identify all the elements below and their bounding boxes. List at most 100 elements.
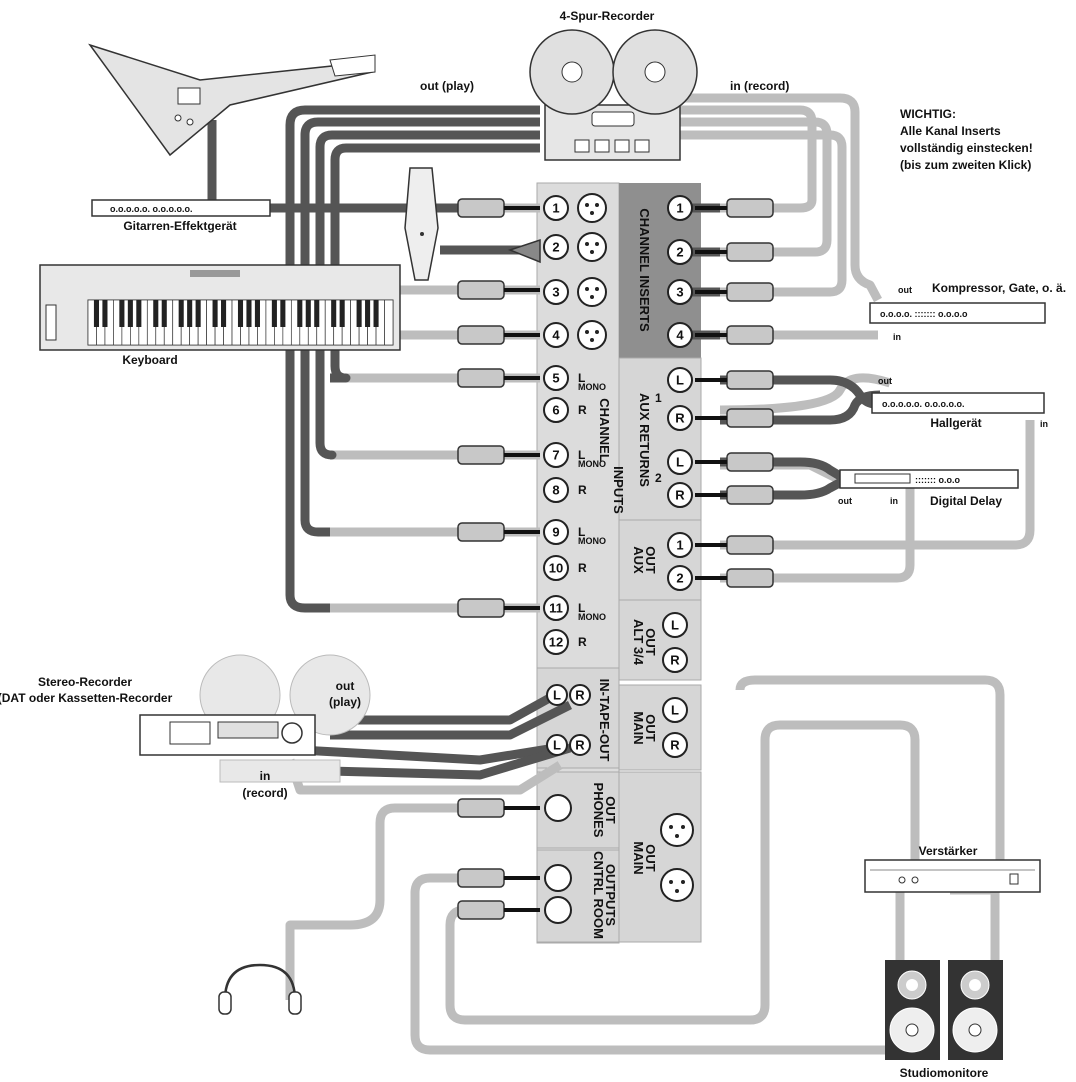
xlr-ch1[interactable] [577, 193, 607, 223]
jack-ch2[interactable]: 2 [543, 234, 569, 260]
black-key [136, 300, 142, 327]
jack-aux-ret1-r[interactable]: R [667, 405, 693, 431]
black-key [254, 300, 260, 327]
black-key [221, 300, 227, 327]
main-l-label: L [671, 703, 679, 718]
ch8-suffix: R [578, 483, 587, 497]
label-important-3: vollständig einstecken! [900, 141, 1033, 155]
jack-main-l[interactable]: L [662, 697, 688, 723]
keyboard-icon [39, 264, 401, 351]
label-important-2: Alle Kanal Inserts [900, 124, 1001, 138]
aux-ret1-r-label: R [675, 411, 685, 426]
insert3-label: 3 [676, 285, 683, 300]
jack-ch11[interactable]: 11 [543, 595, 569, 621]
jack-tape-out-r[interactable]: R [569, 734, 591, 756]
label-stereo-in-1: in [260, 769, 271, 783]
jack-tape-in-r[interactable]: R [569, 684, 591, 706]
jack-insert1[interactable]: 1 [667, 195, 693, 221]
jack-ch11-label: 11 [549, 601, 563, 616]
jack-phones[interactable] [544, 794, 572, 822]
jack-aux-out2[interactable]: 2 [667, 565, 693, 591]
ch5-suffix: L [578, 371, 585, 385]
black-key [339, 300, 345, 327]
jack-alt-r[interactable]: R [662, 647, 688, 673]
guitar-icon [88, 43, 376, 157]
jack-tape-out-l[interactable]: L [546, 734, 568, 756]
jack-ch12[interactable]: 12 [543, 629, 569, 655]
phones-jacks [544, 794, 572, 924]
jack-ch6[interactable]: 6 [543, 397, 569, 423]
jack-ch8-label: 8 [552, 483, 559, 498]
jack-tape-in-l[interactable]: L [546, 684, 568, 706]
jack-ch5[interactable]: 5 [543, 365, 569, 391]
black-key [212, 300, 218, 327]
black-key [314, 300, 320, 327]
jack-aux-ret2-l[interactable]: L [667, 449, 693, 475]
aux-ret2-r-label: R [675, 488, 685, 503]
jack-ch4[interactable]: 4 [543, 322, 569, 348]
jack-ch10[interactable]: 10 [543, 555, 569, 581]
label-phones-out-2: OUT [603, 796, 618, 824]
aux-ret1-l-label: L [676, 373, 684, 388]
aux-ret2-l-label: L [676, 455, 684, 470]
label-stereo-out-1: out [336, 679, 355, 693]
jack-insert3[interactable]: 3 [667, 279, 693, 305]
ch11-suffix: L [578, 601, 585, 615]
label-delay: Digital Delay [930, 494, 1002, 508]
jack-ch7[interactable]: 7 [543, 442, 569, 468]
insert2-label: 2 [676, 245, 683, 260]
amplifier-unit [864, 859, 1041, 893]
headphones-icon [218, 963, 302, 1015]
black-key [93, 300, 100, 327]
xlr-ch3[interactable] [577, 277, 607, 307]
black-key [119, 300, 125, 327]
jack-ctrl-room-r[interactable] [544, 896, 572, 924]
label-delay-in: in [890, 496, 898, 506]
jack-ctrl-room-l[interactable] [544, 864, 572, 892]
digital-delay-unit: ::::::: o.o.o [839, 469, 1019, 489]
reverb-unit: o.o.o.o.o. o.o.o.o.o. [871, 392, 1045, 414]
jack-aux-out1[interactable]: 1 [667, 532, 693, 558]
svg-text:o.o.o.o. ::::::: o.o.o.o: o.o.o.o. ::::::: o.o.o.o [880, 309, 968, 319]
xlr-ch2[interactable] [577, 232, 607, 262]
compressor-unit: o.o.o.o. ::::::: o.o.o.o [869, 302, 1046, 324]
jack-aux-ret1-l[interactable]: L [667, 367, 693, 393]
jack-insert4[interactable]: 4 [667, 322, 693, 348]
jack-ch9[interactable]: 9 [543, 519, 569, 545]
jack-alt-l[interactable]: L [662, 612, 688, 638]
label-ctrl-room-2: OUTPUTS [603, 864, 618, 926]
ch12-suffix: R [578, 635, 587, 649]
ch10-suffix: R [578, 561, 587, 575]
channel-input-jacks: 1 2 3 4 5 6 7 8 9 10 11 12 [543, 195, 569, 655]
xlr-main-out-l[interactable] [660, 813, 694, 847]
jack-ch3[interactable]: 3 [543, 279, 569, 305]
jack-insert2[interactable]: 2 [667, 239, 693, 265]
black-key [153, 300, 159, 327]
jack-ch3-label: 3 [552, 285, 559, 300]
ch11-mono: MONO [578, 612, 606, 622]
jack-ch1[interactable]: 1 [543, 195, 569, 221]
jack-ch2-label: 2 [552, 240, 559, 255]
jack-ch4-label: 4 [552, 328, 560, 343]
jack-ch1-label: 1 [552, 201, 559, 216]
ch7-mono: MONO [578, 459, 606, 469]
xlr-ch4[interactable] [577, 320, 607, 350]
plug-bodies [457, 198, 774, 920]
label-comp-in: in [893, 332, 901, 342]
tape-out-r-label: R [575, 738, 585, 753]
jack-main-r[interactable]: R [662, 732, 688, 758]
white-key [384, 299, 394, 346]
tape-jacks: L R L R [546, 684, 591, 756]
aux-out2-label: 2 [676, 571, 683, 586]
main-r-label: R [670, 738, 680, 753]
jack-ch8[interactable]: 8 [543, 477, 569, 503]
jack-aux-ret2-r[interactable]: R [667, 482, 693, 508]
black-key [178, 300, 184, 327]
black-key [237, 300, 244, 327]
guitar-effect-unit: o.o.o.o.o. o.o.o.o.o. [91, 199, 271, 217]
label-main-out-2: OUT [643, 714, 658, 742]
black-key [271, 300, 277, 327]
xlr-main-out-r[interactable] [660, 868, 694, 902]
